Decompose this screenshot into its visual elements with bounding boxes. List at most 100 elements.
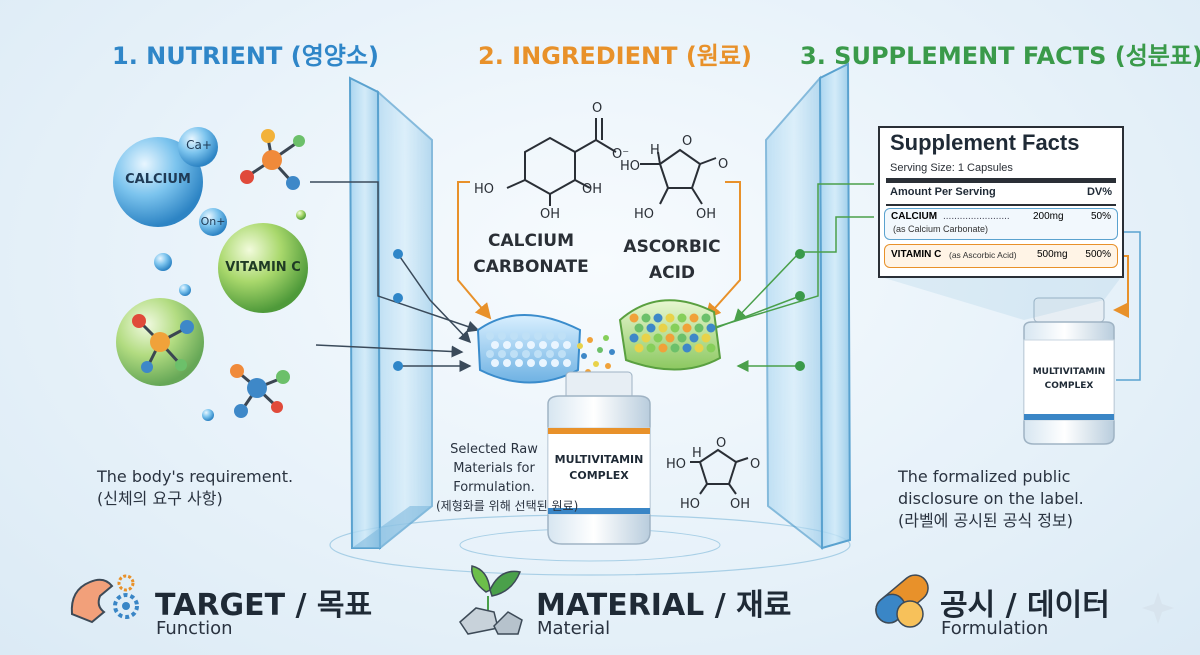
granule	[658, 323, 668, 333]
granule	[503, 341, 511, 349]
ascorbic-acid-structure	[640, 148, 717, 205]
ascorbic-acid-small-structure	[690, 448, 749, 495]
granule	[577, 343, 583, 349]
caption-line: (제형화를 위해 선택된 원료)	[436, 499, 579, 513]
granule	[534, 350, 542, 358]
granule	[634, 343, 644, 353]
granule	[653, 333, 663, 343]
chem-name-line: ACID	[648, 263, 696, 283]
granule	[522, 350, 530, 358]
nutrient-dv: 500%	[1085, 249, 1111, 260]
atom-label: O	[718, 157, 728, 172]
target-title: TARGET / 목표	[155, 588, 373, 623]
granule	[682, 323, 692, 333]
granule	[597, 347, 603, 353]
calcium-carbonate-structure	[506, 118, 617, 206]
facts-serving: Serving Size: 1 Capsules	[890, 162, 1013, 174]
granule	[498, 350, 506, 358]
atom-label: OH	[540, 207, 560, 222]
label-link	[1112, 231, 1141, 381]
left-glass-panel	[348, 76, 433, 551]
panel-dots	[795, 249, 805, 371]
caption-line: Formulation.	[453, 480, 535, 495]
granule	[701, 313, 711, 323]
blue-capsule	[476, 314, 582, 384]
sparkle-icon	[1142, 592, 1174, 624]
granule	[491, 341, 499, 349]
granule	[603, 335, 609, 341]
caption-line: The body's requirement.	[97, 467, 294, 486]
granule	[641, 313, 651, 323]
atom-label: OH	[696, 207, 716, 222]
atom-label: H	[692, 446, 702, 461]
nutrient-caption: The body's requirement. (신체의 요구 사항)	[97, 466, 293, 510]
small-bottle-label: MULTIVITAMIN COMPLEX	[1024, 365, 1114, 393]
granule	[491, 359, 499, 367]
granule	[706, 343, 716, 353]
granule	[539, 341, 547, 349]
granule	[558, 350, 566, 358]
bottle-label-line: COMPLEX	[1044, 381, 1094, 391]
nutrient-name: VITAMIN C	[891, 249, 942, 260]
chem-name-line: CALCIUM	[488, 231, 574, 251]
granule	[646, 323, 656, 333]
granule	[677, 333, 687, 343]
facts-row-vitamin-c: VITAMIN C (as Ascorbic Acid) 500mg 500%	[884, 244, 1118, 268]
nutrient-header: 1. NUTRIENT (영양소)	[112, 42, 379, 70]
granule	[641, 333, 651, 343]
atom-label: HO	[666, 457, 686, 472]
bottle-label-line: MULTIVITAMIN	[1032, 367, 1106, 377]
ingredient-header: 2. INGREDIENT (원료)	[478, 42, 752, 70]
granule	[534, 332, 542, 340]
granule	[694, 323, 704, 333]
atom-label: HO	[680, 497, 700, 512]
chem-name-line: CARBONATE	[473, 257, 589, 277]
ca-ion-label: Ca+	[186, 138, 212, 152]
capsule-percent-icon	[875, 574, 929, 628]
material-title: MATERIAL / 재료	[536, 588, 792, 623]
bottle-label-line: MULTIVITAMIN	[554, 453, 644, 466]
granule	[646, 343, 656, 353]
molecule-icon	[132, 314, 194, 373]
granule	[563, 341, 571, 349]
atom-label: O	[592, 101, 602, 116]
right-glass-panel	[764, 62, 852, 551]
granule	[609, 349, 615, 355]
nutrient-note: (as Ascorbic Acid)	[949, 250, 1017, 260]
bottle-label: MULTIVITAMIN COMPLEX	[548, 452, 650, 484]
granule	[706, 323, 716, 333]
granule	[658, 343, 668, 353]
caption-line: (신체의 요구 사항)	[97, 489, 223, 508]
granule	[527, 341, 535, 349]
granule	[522, 332, 530, 340]
granule	[587, 337, 593, 343]
molecule-icon	[230, 364, 290, 418]
panel-dots	[393, 249, 403, 371]
atom-label: H	[650, 143, 660, 158]
atom-label: O	[682, 134, 692, 149]
nutrient-note: (as Calcium Carbonate)	[893, 224, 989, 234]
caption-line: (라벨에 공시된 공식 정보)	[898, 511, 1073, 530]
granule	[677, 313, 687, 323]
nutrient-arrows	[310, 181, 480, 372]
facts-dv-header: DV%	[1086, 186, 1112, 198]
facts-caption: The formalized public disclosure on the …	[898, 466, 1084, 532]
calcium-carbonate-label: CALCIUM CARBONATE	[466, 228, 596, 280]
calcium-label: CALCIUM	[125, 172, 191, 187]
leader-dots: ........................	[943, 211, 1010, 222]
facts-arrows	[698, 183, 874, 372]
ascorbic-acid-label: ASCORBIC ACID	[612, 234, 732, 286]
granule	[539, 359, 547, 367]
nutrient-amount: 200mg	[1033, 211, 1064, 222]
disclosure-subtitle: Formulation	[941, 618, 1049, 639]
granule	[670, 343, 680, 353]
labeled-bottle	[1023, 297, 1115, 445]
atom-label: O⁻	[612, 147, 629, 162]
caption-line: Selected Raw	[450, 442, 538, 457]
material-subtitle: Material	[537, 618, 611, 639]
granule	[563, 359, 571, 367]
calcium-bubble	[113, 137, 203, 227]
granule	[551, 359, 559, 367]
on-ion-bubble	[199, 208, 227, 236]
